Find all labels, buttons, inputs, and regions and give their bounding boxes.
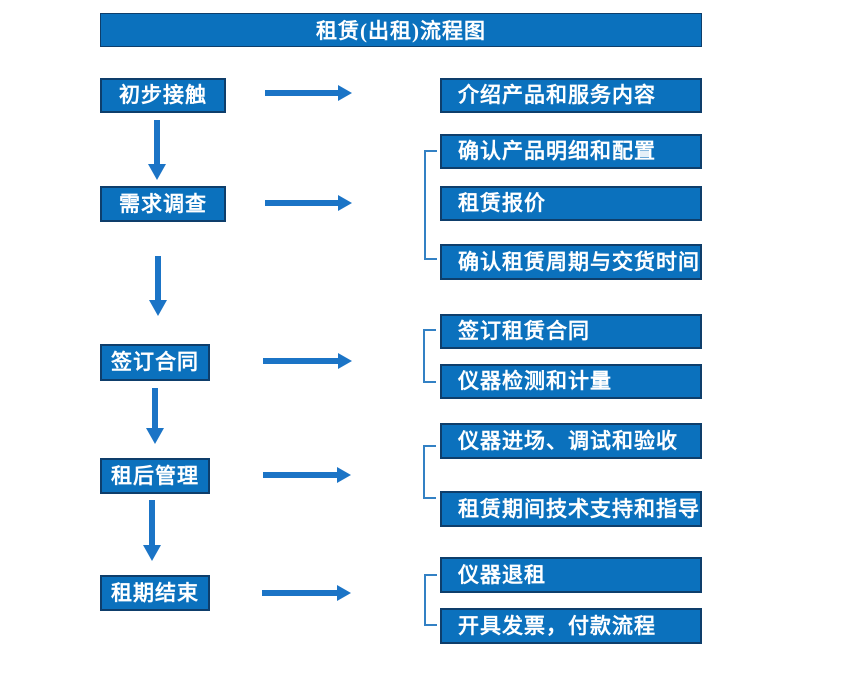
stage-box-needs-survey: 需求调查 (100, 186, 226, 222)
down-arrow-2 (149, 256, 167, 316)
detail-box-instrument-return: 仪器退租 (440, 557, 702, 593)
detail-box-confirm-product-spec: 确认产品明细和配置 (440, 134, 702, 169)
detail-box-tech-support: 租赁期间技术支持和指导 (440, 491, 702, 527)
group-bracket-4 (423, 445, 436, 499)
flow-arrow-5 (262, 585, 351, 601)
stage-box-rental-end: 租期结束 (100, 575, 210, 611)
stage-box-initial-contact: 初步接触 (100, 78, 226, 113)
flow-arrow-2 (265, 195, 352, 211)
detail-box-instrument-inspection: 仪器检测和计量 (440, 364, 702, 399)
flow-arrow-1 (265, 85, 352, 101)
detail-box-sign-rental-contract: 签订租赁合同 (440, 314, 702, 349)
flowchart-title: 租赁(出租)流程图 (100, 13, 702, 47)
stage-box-sign-contract: 签订合同 (100, 344, 210, 381)
flow-arrow-4 (263, 467, 351, 483)
stage-box-post-rental-mgmt: 租后管理 (100, 458, 210, 494)
detail-box-rental-quote: 租赁报价 (440, 186, 702, 221)
group-bracket-5 (424, 574, 437, 626)
down-arrow-4 (143, 500, 161, 561)
down-arrow-1 (148, 120, 166, 180)
detail-box-instrument-setup: 仪器进场、调试和验收 (440, 423, 702, 459)
flow-arrow-3 (263, 353, 352, 369)
detail-box-confirm-period-delivery: 确认租赁周期与交货时间 (440, 244, 702, 280)
group-bracket-2 (424, 150, 437, 260)
down-arrow-3 (146, 388, 164, 444)
detail-box-invoice-payment: 开具发票，付款流程 (440, 608, 702, 644)
group-bracket-3 (423, 329, 436, 383)
detail-box-introduce-products: 介绍产品和服务内容 (440, 78, 702, 113)
